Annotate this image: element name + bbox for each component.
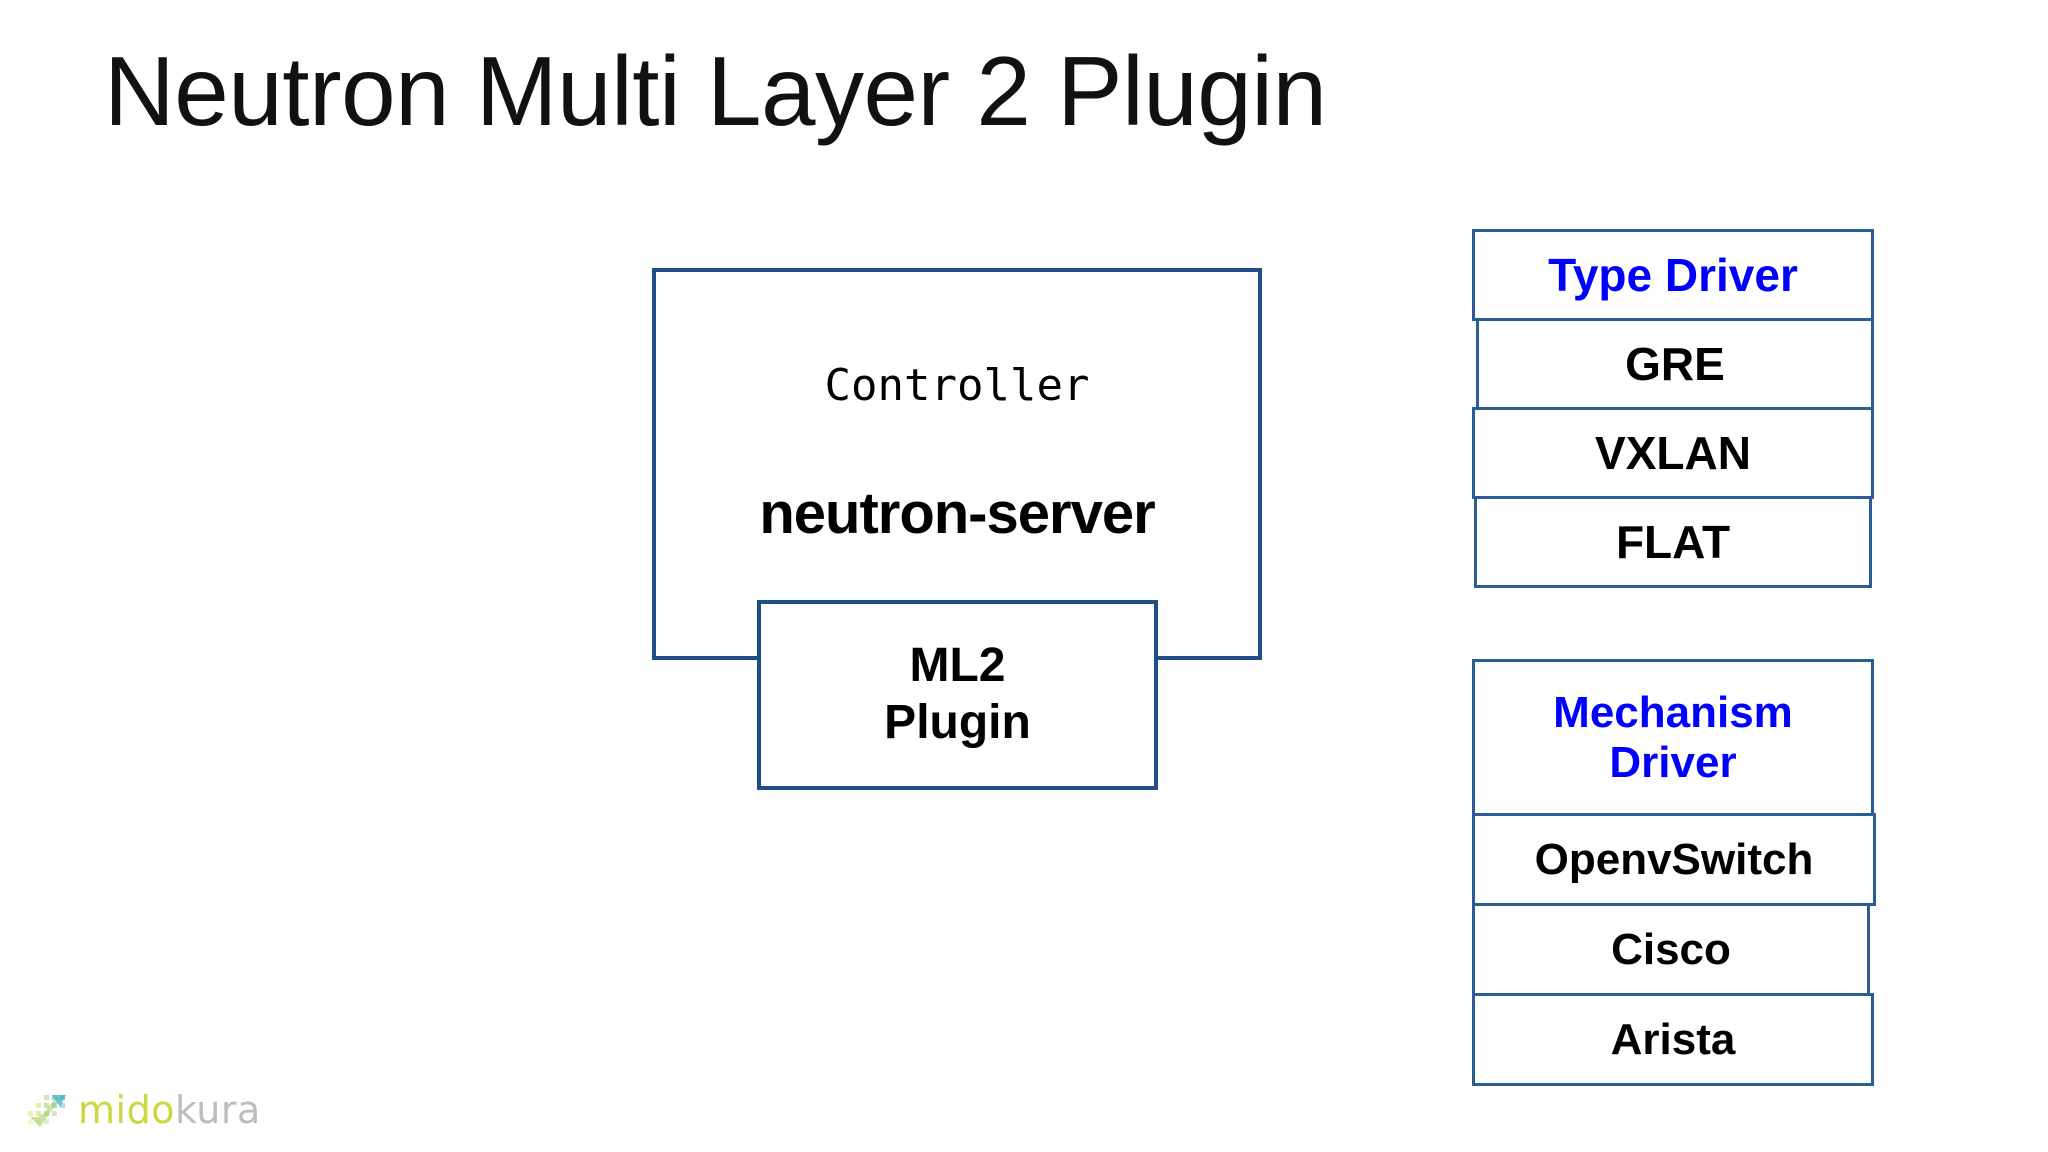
midokura-logo-icon <box>26 1089 70 1131</box>
midokura-logo: midokura <box>26 1087 261 1133</box>
mechanism-driver-row-openvswitch: OpenvSwitch <box>1472 813 1876 906</box>
ml2-plugin-label-line1: ML2 <box>909 639 1006 693</box>
controller-box: Controller neutron-server <box>652 268 1262 660</box>
type-driver-row-flat: FLAT <box>1474 496 1872 588</box>
page-title: Neutron Multi Layer 2 Plugin <box>104 36 1327 146</box>
type-driver-row-vxlan: VXLAN <box>1472 407 1874 499</box>
neutron-server-label: neutron-server <box>759 481 1155 546</box>
type-driver-table: Type Driver GRE VXLAN FLAT <box>1472 229 1874 588</box>
mechanism-driver-header-line2: Driver <box>1609 737 1737 787</box>
mechanism-driver-table: Mechanism Driver OpenvSwitch Cisco Arist… <box>1472 659 1876 1086</box>
mechanism-driver-header: Mechanism Driver <box>1472 659 1874 816</box>
midokura-wordmark-mido: mido <box>78 1088 175 1132</box>
midokura-wordmark-kura: kura <box>174 1088 261 1132</box>
mechanism-driver-header-line1: Mechanism <box>1553 688 1793 738</box>
type-driver-row-gre: GRE <box>1476 318 1874 410</box>
midokura-wordmark: midokura <box>78 1091 261 1129</box>
controller-label: Controller <box>824 360 1090 411</box>
ml2-plugin-label-line2: Plugin <box>884 696 1031 749</box>
mechanism-driver-row-arista: Arista <box>1472 993 1874 1086</box>
type-driver-header: Type Driver <box>1472 229 1874 321</box>
ml2-plugin-box: ML2 Plugin <box>757 600 1158 790</box>
mechanism-driver-row-cisco: Cisco <box>1472 903 1870 996</box>
midokura-mark-svg <box>28 1095 66 1127</box>
